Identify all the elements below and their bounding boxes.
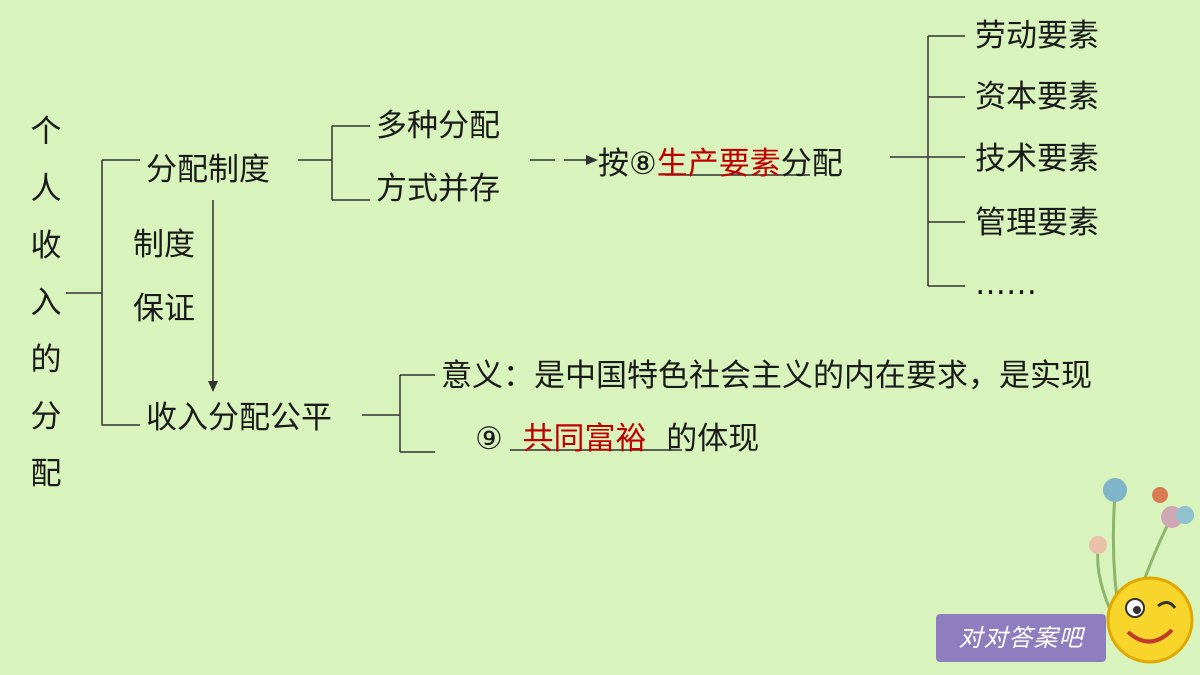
rule-prefix: 按⑧ [598, 146, 657, 182]
factor-item: 资本要素 [975, 79, 1099, 115]
root-char: 分 [30, 399, 62, 435]
rule-suffix: 分配 [780, 146, 843, 182]
meaning-prefix: ⑨ [475, 421, 503, 457]
distribution-rule: 按⑧生产要素分配 [598, 145, 843, 183]
factor-item: …… [975, 266, 1037, 302]
meaning-line-1: 意义：是中国特色社会主义的内在要求，是实现 [441, 358, 1092, 394]
factor-item: 管理要素 [975, 205, 1099, 241]
factor-item: 劳动要素 [975, 18, 1099, 54]
root-char: 个 [30, 114, 62, 150]
meaning-line-2: ⑨ 共同富裕 的体现 [475, 420, 759, 458]
root-char: 配 [30, 456, 62, 492]
meaning-suffix: 的体现 [666, 421, 760, 457]
root-label: 个 人 收 入 的 分 配 [26, 104, 66, 503]
root-char: 收 [30, 228, 62, 264]
link-label-1: 制度 [133, 227, 195, 263]
smiley-icon [1106, 576, 1194, 664]
sub-item-2: 方式并存 [376, 171, 500, 207]
flower-petals [1089, 478, 1194, 554]
root-char: 入 [30, 285, 62, 321]
branch1-label: 分配制度 [146, 152, 270, 188]
sub-item-1: 多种分配 [376, 108, 500, 144]
branch2-label: 收入分配公平 [146, 400, 332, 436]
meaning-answer: 共同富裕 [522, 421, 647, 457]
check-answers-button[interactable]: 对对答案吧 [936, 614, 1106, 662]
root-char: 人 [30, 171, 62, 207]
rule-answer: 生产要素 [656, 146, 781, 182]
root-char: 的 [30, 342, 62, 378]
factor-item: 技术要素 [975, 141, 1099, 177]
link-label-2: 保证 [133, 291, 195, 327]
